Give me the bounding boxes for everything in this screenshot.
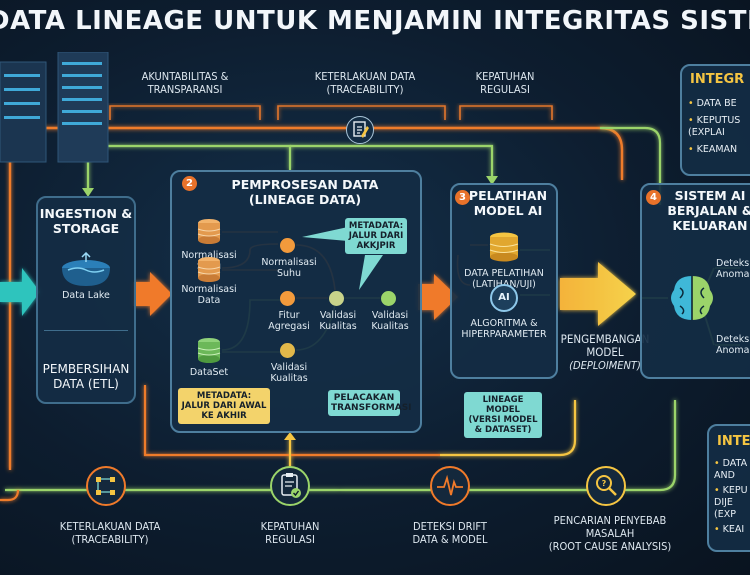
node-dot xyxy=(280,291,295,306)
integrity-panel-bottom xyxy=(707,424,750,552)
stage2-title: PEMPROSESAN DATA (LINEAGE DATA) xyxy=(231,177,379,207)
model-lineage-note: LINEAGE MODEL (VERSI MODEL & DATASET) xyxy=(464,392,542,438)
stage3-badge: 3 xyxy=(455,190,470,205)
data-lake-label: Data Lake xyxy=(62,290,110,301)
bottom-lines xyxy=(0,385,677,502)
bottom-label-root-cause: PENCARIAN PENYEBAB MASALAH (ROOT CAUSE A… xyxy=(548,514,672,553)
page-title: DATA LINEAGE UNTUK MENJAMIN INTEGRITAS S… xyxy=(0,6,750,36)
stage3-training-box xyxy=(450,183,558,379)
callout-pointer xyxy=(359,255,383,290)
deploy-title: PENGEMBANGAN MODEL xyxy=(560,332,650,359)
top-label-compliance: KEPATUHAN REGULASI xyxy=(475,70,535,96)
source-label-3: DataSet xyxy=(189,367,229,378)
database-icon xyxy=(197,338,221,363)
stage3-title: PELATIHAN MODEL AI xyxy=(468,188,548,218)
stage4-badge: 4 xyxy=(646,190,661,205)
server-icon xyxy=(0,52,109,163)
yellow-arrow xyxy=(560,262,636,326)
node-label-1: Normalisasi Suhu xyxy=(261,257,317,279)
stage1-ingestion-box xyxy=(36,196,136,404)
database-icon xyxy=(197,257,221,282)
traceability-icon xyxy=(86,466,126,506)
transform-tracking-note: PELACAKAN TRANSFORMASI xyxy=(328,390,412,416)
metadata-note-bottom: METADATA: JALUR DARI AWAL KE AKHIR xyxy=(178,388,270,424)
stage4-title: SISTEM AI BERJALAN & KELUARAN xyxy=(667,188,750,233)
stage1-title: INGESTION & STORAGE xyxy=(39,206,133,236)
teal-in-arrow xyxy=(0,268,40,316)
callout-pointer xyxy=(302,227,348,241)
node-dot xyxy=(329,291,344,306)
output-label-2: Deteks Anoma xyxy=(716,334,750,356)
integrity-top-list: • DATA BE • KEPUTUS (EXPLAI • KEAMAN xyxy=(688,98,741,155)
svg-text:?: ? xyxy=(602,479,607,488)
ai-chip-icon: AI xyxy=(490,284,518,312)
integrity-bottom-title: INTEG xyxy=(717,434,750,449)
data-lake-icon xyxy=(62,252,110,286)
pulse-icon xyxy=(430,466,470,506)
arrow-heads xyxy=(82,176,498,197)
clipboard-check-icon xyxy=(270,466,310,506)
integrity-top-title: INTEGR xyxy=(690,72,745,87)
metadata-note-top: METADATA: JALUR DARI AKKJPIR xyxy=(345,218,407,254)
algorithm-label: ALGORITMA & HIPERPARAMETER xyxy=(461,318,547,340)
source-label-2: Normalisasi Data xyxy=(181,284,237,306)
document-edit-icon xyxy=(346,116,374,144)
stage1-cleaning: PEMBERSIHAN DATA (ETL) xyxy=(42,362,130,391)
database-icon xyxy=(197,219,221,244)
node-dot xyxy=(280,343,295,358)
top-label-traceability: KETERLAKUAN DATA (TRACEABILITY) xyxy=(314,70,416,96)
node-dot xyxy=(381,291,396,306)
database-icon xyxy=(489,232,519,262)
node-label-2: Fitur Agregasi xyxy=(268,310,310,332)
top-brackets xyxy=(109,105,553,120)
brain-icon xyxy=(671,276,713,320)
node-label-4: Validasi Kualitas xyxy=(371,310,409,332)
node-label-3: Validasi Kualitas xyxy=(319,310,357,332)
integrity-panel-top xyxy=(680,64,750,176)
orange-arrow-1 xyxy=(133,272,172,316)
node-dot xyxy=(280,238,295,253)
magnifier-icon: ? xyxy=(586,466,626,506)
top-label-accountability: AKUNTABILITAS & TRANSPARANSI xyxy=(141,70,229,96)
bottom-label-drift: DETEKSI DRIFT DATA & MODEL xyxy=(412,520,488,546)
bottom-label-traceability: KETERLAKUAN DATA (TRACEABILITY) xyxy=(59,520,161,546)
deploy-subtitle: (DEPLOIMENT) xyxy=(569,359,641,372)
bottom-label-compliance: KEPATUHAN REGULASI xyxy=(260,520,320,546)
output-label-1: Deteks Anoma xyxy=(716,258,750,280)
orange-arrow-2 xyxy=(418,274,458,320)
stage2-badge: 2 xyxy=(182,176,197,191)
node-label-5: Validasi Kualitas xyxy=(270,362,308,384)
integrity-bottom-list: • DATA AND • KEPU DIJE (EXP • KEAI xyxy=(714,458,748,535)
